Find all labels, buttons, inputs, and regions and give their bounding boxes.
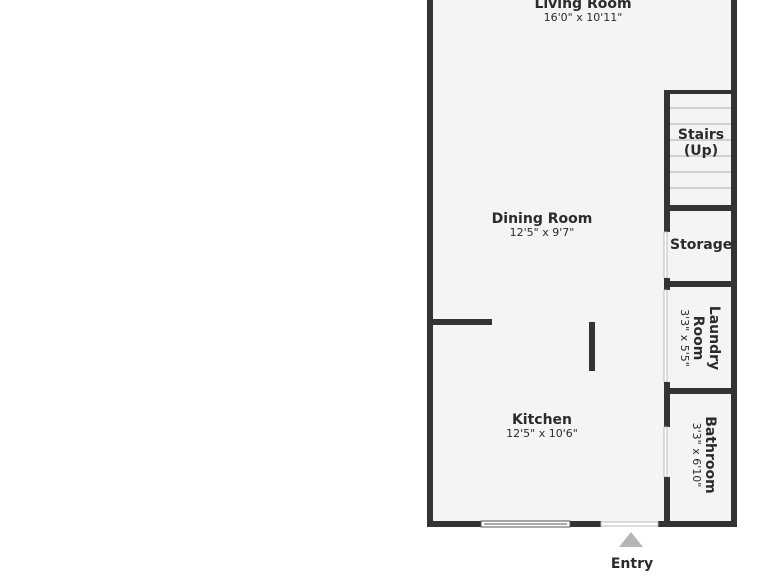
stairs-label: Stairs (Up) [670, 127, 732, 159]
stairs-storage-wall [664, 205, 734, 211]
laundry-room-label: Laundry Room 3'3" x 5'5" [678, 293, 722, 383]
entry-label: Entry [592, 556, 672, 572]
stairs-left-wall [664, 92, 670, 232]
living-room-name: Living Room [534, 0, 632, 12]
dining-room-label: Dining Room 12'5" x 9'7" [462, 211, 622, 240]
stairs-name-line2: (Up) [683, 143, 719, 160]
stair-treads [670, 107, 731, 189]
outer-wall-left [427, 0, 433, 527]
dining-room-name: Dining Room [491, 211, 593, 227]
storage-label: Storage [670, 237, 732, 253]
living-room-label: Living Room 16'0" x 10'11" [503, 0, 663, 25]
laundry-name-line1: Laundry [706, 305, 722, 371]
dining-room-dims: 12'5" x 9'7" [509, 226, 575, 240]
living-room-dims: 16'0" x 10'11" [543, 11, 623, 25]
storage-laundry-wall [664, 281, 734, 287]
laundry-door-jamb [663, 289, 668, 383]
kitchen-partition-wall [433, 319, 492, 325]
storage-name: Storage [670, 237, 733, 253]
stairs-top-wall [664, 90, 734, 94]
bathroom-dims: 3'3" x 6'10" [689, 422, 703, 488]
floor-area [432, 0, 734, 522]
window-bottom [480, 520, 571, 528]
kitchen-dims: 12'5" x 10'6" [506, 427, 578, 441]
kitchen-name: Kitchen [511, 412, 573, 428]
entry-name: Entry [610, 556, 654, 572]
outer-wall-bottom-mid [570, 521, 601, 527]
outer-wall-bottom-left [427, 521, 481, 527]
bathroom-left-wall-bottom [664, 477, 670, 525]
outer-wall-right [731, 0, 737, 527]
laundry-room-dims: 3'3" x 5'5" [677, 309, 691, 367]
entry-arrow-icon [619, 532, 643, 547]
bathroom-door-jamb [663, 426, 668, 478]
laundry-name-line2: Room [689, 315, 706, 361]
laundry-bathroom-wall [664, 388, 734, 394]
kitchen-label: Kitchen 12'5" x 10'6" [462, 412, 622, 441]
outer-wall-bottom-right [658, 521, 737, 527]
entry-door [600, 521, 659, 527]
kitchen-island-wall [589, 322, 595, 371]
bathroom-label: Bathroom 3'3" x 6'10" [682, 410, 718, 500]
bathroom-left-wall-top [664, 382, 670, 427]
stairs-name-line1: Stairs [677, 127, 725, 143]
bathroom-name: Bathroom [702, 416, 718, 494]
storage-door-jamb [663, 231, 668, 279]
